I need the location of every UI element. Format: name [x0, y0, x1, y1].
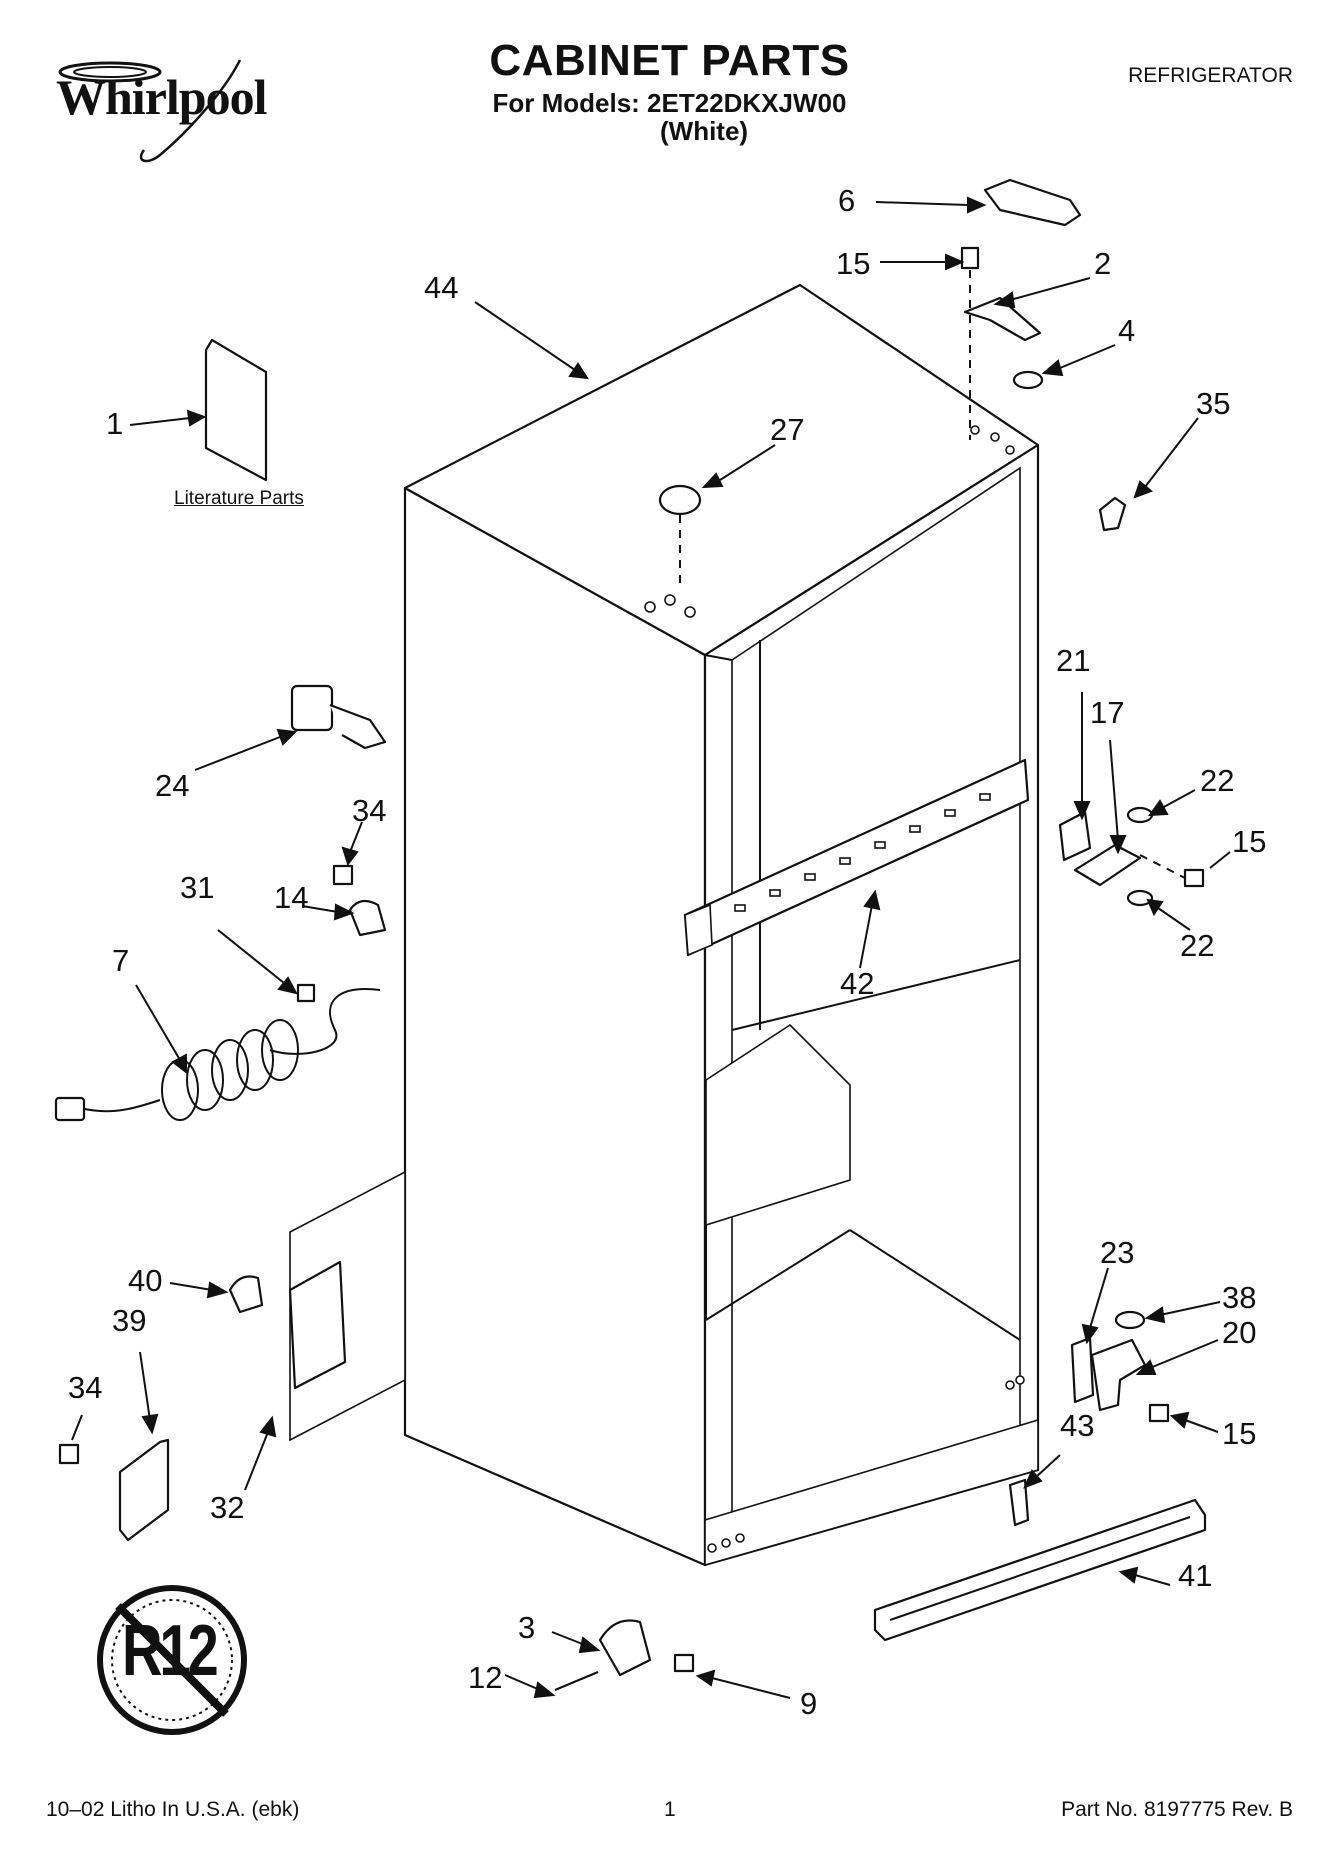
logo-swirl-icon — [58, 59, 242, 163]
ground-screw — [296, 983, 316, 1003]
model-line: For Models: 2ET22DKXJW00 — [492, 88, 847, 118]
callout-35: 35 — [1196, 386, 1231, 421]
screw — [1183, 868, 1205, 888]
screw — [58, 1443, 80, 1465]
cabinet — [403, 283, 1040, 1567]
whirlpool-logo: Whirlpool — [40, 50, 280, 170]
callout-15-mid: 15 — [1232, 824, 1267, 859]
clip — [1008, 1478, 1030, 1527]
callout-6: 6 — [838, 183, 856, 218]
callout-31: 31 — [180, 870, 215, 905]
callout-15-lower: 15 — [1222, 1416, 1257, 1451]
shim — [1070, 1336, 1095, 1404]
hinge-cover — [983, 178, 1082, 227]
callout-40: 40 — [128, 1263, 163, 1298]
footer-page-number: 1 — [664, 1798, 676, 1821]
color-line: (White) — [660, 116, 749, 146]
washer — [1126, 806, 1154, 824]
roller — [598, 1619, 652, 1677]
callout-27: 27 — [770, 412, 805, 447]
clamp — [228, 1275, 264, 1314]
callout-21: 21 — [1056, 643, 1091, 678]
callout-14: 14 — [274, 880, 309, 915]
washer — [1126, 889, 1154, 907]
callout-9: 9 — [800, 1686, 818, 1721]
literature-parts-label: Literature Parts — [174, 488, 304, 509]
screw — [332, 864, 354, 886]
callout-3: 3 — [518, 1610, 536, 1645]
callout-22-bottom: 22 — [1180, 928, 1215, 963]
callout-34-lower: 34 — [68, 1370, 103, 1405]
callout-24: 24 — [155, 768, 190, 803]
divider-rail — [683, 758, 1030, 957]
footer-part-number: Part No. 8197775 Rev. B — [1061, 1798, 1293, 1821]
washer — [1114, 1310, 1146, 1330]
back-panel — [288, 1170, 406, 1442]
clip — [1098, 496, 1127, 532]
page-title: CABINET PARTS — [489, 36, 850, 85]
cover — [118, 1438, 170, 1542]
callout-17: 17 — [1090, 695, 1125, 730]
plug-button — [658, 484, 702, 516]
callout-15: 15 — [836, 246, 871, 281]
callout-22-top: 22 — [1200, 763, 1235, 798]
bottom-hinge — [1090, 1338, 1147, 1412]
screw — [1148, 1403, 1170, 1423]
callout-20: 20 — [1222, 1315, 1257, 1350]
literature-booklet — [204, 338, 268, 482]
shim — [1058, 810, 1092, 862]
top-hinge — [963, 296, 1042, 342]
callout-38: 38 — [1222, 1280, 1257, 1315]
callout-12: 12 — [468, 1660, 503, 1695]
washer — [1012, 370, 1044, 390]
callout-39: 39 — [112, 1303, 147, 1338]
callout-1: 1 — [106, 406, 124, 441]
no-r12-seal — [97, 1585, 247, 1735]
seal-text: R12 — [122, 1611, 219, 1691]
callout-34-upper: 34 — [352, 793, 387, 828]
center-hinge — [1073, 843, 1142, 887]
callout-4: 4 — [1118, 313, 1136, 348]
appliance-type: REFRIGERATOR — [1128, 64, 1293, 87]
brand-wordmark: Whirlpool — [56, 69, 267, 125]
clamp — [348, 899, 387, 937]
callout-32: 32 — [210, 1490, 245, 1525]
callout-7: 7 — [112, 943, 130, 978]
screw — [673, 1653, 695, 1673]
callout-41: 41 — [1178, 1558, 1213, 1593]
callout-44: 44 — [424, 270, 459, 305]
power-cord — [54, 988, 381, 1122]
callout-23: 23 — [1100, 1235, 1135, 1270]
callout-42: 42 — [840, 966, 875, 1001]
fitting — [290, 684, 387, 750]
footer-litho: 10–02 Litho In U.S.A. (ebk) — [46, 1798, 300, 1821]
callout-2: 2 — [1094, 246, 1112, 281]
leader-arrows — [71, 196, 1231, 1699]
base-grille — [873, 1498, 1207, 1642]
callout-43: 43 — [1060, 1408, 1095, 1443]
screw — [960, 246, 980, 270]
